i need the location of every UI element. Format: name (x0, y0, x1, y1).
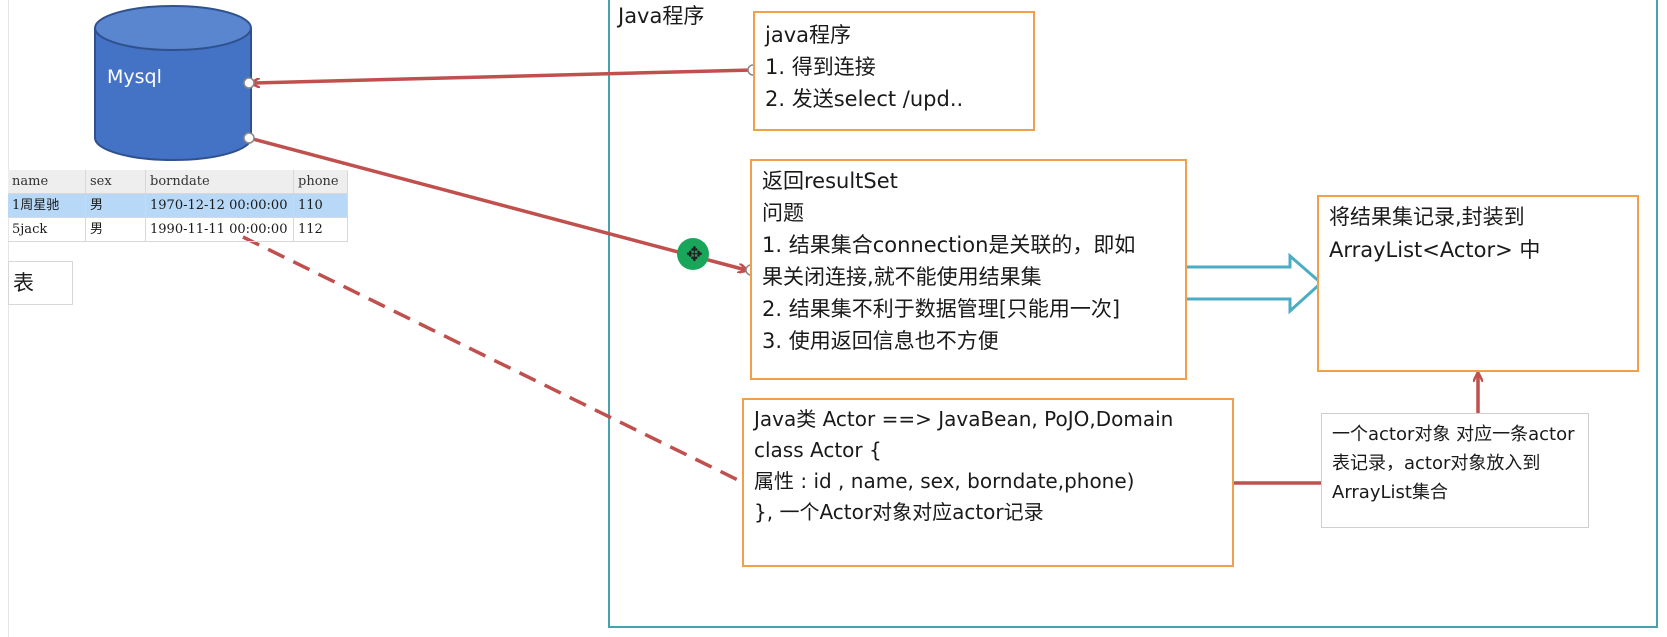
cell-name: 1周星驰 (8, 194, 86, 217)
column-header-phone: phone (294, 170, 348, 193)
box-line: 1. 结果集合connection是关联的，即如 (762, 233, 1136, 257)
note-line: ArrayList集合 (1332, 482, 1448, 503)
hollow-arrow-to-arraylist (1179, 252, 1324, 315)
table-preview: name sex borndate phone 1周星驰 男 1970-12-1… (8, 170, 348, 242)
box-line: ArrayList<Actor> 中 (1329, 238, 1541, 262)
cell-borndate: 1990-11-11 00:00:00 (146, 218, 294, 241)
cursor-highlight (677, 238, 709, 270)
cell-name-value: jack (20, 222, 48, 237)
box-line: 2. 结果集不利于数据管理[只能用一次] (762, 297, 1121, 321)
box-line: 将结果集记录,封装到 (1329, 205, 1525, 229)
actor-note: 一个actor对象 对应一条actor 表记录，actor对象放入到 Array… (1321, 413, 1589, 528)
java-container-label: Java程序 (618, 4, 705, 28)
actor-class-box: Java类 Actor ==> JavaBean, PoJO,Domain cl… (742, 398, 1234, 567)
column-header-sex: sex (86, 170, 146, 193)
dashed-mapping-line (242, 235, 743, 484)
java-program-container (608, 0, 1658, 628)
box-line: Java类 Actor ==> JavaBean, PoJO,Domain (754, 407, 1174, 431)
note-line: 表记录，actor对象放入到 (1332, 453, 1541, 474)
cell-name-value: 周星驰 (20, 198, 60, 213)
cell-sex: 男 (86, 218, 146, 241)
table-header-row: name sex borndate phone (8, 170, 348, 194)
table-row[interactable]: 1周星驰 男 1970-12-12 00:00:00 110 (8, 194, 348, 218)
cell-phone: 110 (294, 194, 348, 217)
arrow-return-resultset (248, 136, 746, 270)
database-cylinder (94, 5, 252, 161)
arrow-endpoint (243, 77, 255, 89)
cell-borndate: 1970-12-12 00:00:00 (146, 194, 294, 217)
cell-name: 5jack (8, 218, 86, 241)
row-marker: 1 (12, 198, 21, 213)
box-line: }, 一个Actor对象对应actor记录 (754, 500, 1044, 524)
box-line: 2. 发送select /upd.. (765, 87, 964, 111)
box-line: class Actor { (754, 438, 882, 462)
arrow-connect-to-mysql (252, 68, 754, 83)
arrow-endpoint (243, 132, 255, 144)
mysql-label: Mysql (107, 66, 162, 88)
box-line: 属性 : id , name, sex, borndate,phone) (754, 469, 1135, 493)
move-cursor-icon: ✥ (686, 242, 703, 266)
table-row[interactable]: 5jack 男 1990-11-11 00:00:00 112 (8, 218, 348, 242)
box-line: 返回resultSet (762, 169, 898, 193)
column-header-borndate: borndate (146, 170, 294, 193)
spreadsheet-edge (0, 0, 9, 637)
table-label: 表 (8, 261, 73, 305)
box-line: 3. 使用返回信息也不方便 (762, 329, 999, 353)
box-line: 1. 得到连接 (765, 55, 876, 79)
row-marker: 5 (12, 222, 21, 237)
java-program-box: java程序 1. 得到连接 2. 发送select /upd.. (753, 11, 1035, 131)
cell-sex: 男 (86, 194, 146, 217)
cell-phone: 112 (294, 218, 348, 241)
box-line: 果关闭连接,就不能使用结果集 (762, 265, 1042, 289)
box-line: java程序 (765, 23, 851, 47)
note-line: 一个actor对象 对应一条actor (1332, 424, 1575, 445)
resultset-box: 返回resultSet 问题 1. 结果集合connection是关联的，即如 … (750, 159, 1187, 380)
box-line: 问题 (762, 201, 804, 225)
arraylist-box: 将结果集记录,封装到 ArrayList<Actor> 中 (1317, 195, 1639, 372)
column-header-name: name (8, 170, 86, 193)
